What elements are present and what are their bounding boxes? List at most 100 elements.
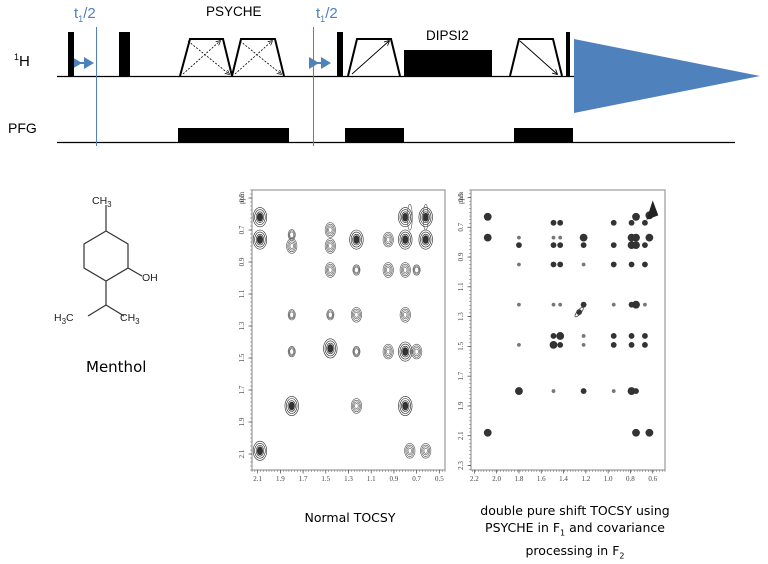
methyl-top-label: CH3: [92, 195, 112, 209]
cross-peak: [611, 262, 617, 268]
cross-peak: [629, 333, 635, 339]
cross-peak: [612, 303, 616, 307]
zq-suppression-chirp-2: [510, 39, 562, 76]
x-tick-label: 1.1: [367, 475, 376, 483]
x-tick-label: 1.5: [321, 475, 330, 483]
y-tick-label: 1.7: [238, 385, 246, 394]
cross-peak: [557, 242, 563, 248]
x-tick-label: 1.7: [299, 475, 308, 483]
caption-line-2-after: and covariance: [565, 520, 665, 535]
t1-rest: /2: [83, 5, 96, 22]
hydroxyl-label: OH: [142, 272, 158, 284]
hard-pulse-90-1: [68, 32, 74, 76]
cross-peak: [643, 303, 647, 307]
x-tick-label: 0.9: [390, 475, 399, 483]
x-tick-label: 1.2: [581, 475, 590, 483]
y-tick-label: 1.9: [238, 417, 246, 426]
cross-peak: [551, 333, 557, 339]
cross-peak: [558, 236, 562, 240]
cross-peak: [611, 333, 617, 339]
cross-peak: [484, 234, 492, 242]
cross-peak: [611, 220, 617, 226]
psyche-chirp-1: [180, 39, 232, 76]
hard-pulse-90-2: [337, 32, 343, 76]
x-tick-label: 1.9: [276, 475, 285, 483]
psyche-label: PSYCHE: [206, 4, 262, 19]
cross-peak: [581, 302, 587, 308]
y-tick-label: 1.3: [238, 321, 246, 330]
cross-peak: [557, 262, 563, 268]
y-tick-label: 1.7: [457, 371, 465, 380]
x-tick-label: 2.1: [253, 475, 262, 483]
t1-rest: /2: [325, 5, 338, 22]
pulse-sequence-diagram: [0, 0, 768, 160]
cross-peak: [516, 242, 522, 248]
hard-pulse-90-3: [566, 32, 570, 76]
cross-peak: [551, 220, 557, 226]
x-tick-label: 0.8: [626, 475, 635, 483]
cross-peak: [632, 301, 640, 309]
cross-peak: [629, 220, 635, 226]
cross-peak: [645, 234, 653, 242]
fid-acquisition: [574, 39, 760, 113]
t1-half-label-1: t1/2: [74, 5, 96, 24]
cross-peak: [552, 236, 556, 240]
caption-normal-tocsy: Normal TOCSY: [280, 509, 420, 526]
cross-peak: [551, 242, 557, 248]
y-tick-label: 0.7: [457, 222, 465, 231]
caption-line-3-text: processing in F: [526, 543, 620, 558]
x-tick-label: 2.2: [470, 475, 479, 483]
cross-peak: [581, 388, 587, 394]
cross-peak: [515, 387, 523, 395]
dipsi2-label: DIPSI2: [426, 28, 469, 43]
x-tick-label: 1.3: [344, 475, 353, 483]
x-tick-label: 1.4: [559, 475, 568, 483]
cross-peak: [550, 341, 558, 349]
cross-peak: [484, 429, 492, 437]
y-tick-label: 0.7: [238, 225, 246, 234]
channel-label-pfg: PFG: [8, 120, 37, 136]
y-tick-label: 1.9: [457, 401, 465, 410]
x-tick-label: 1.8: [515, 475, 524, 483]
molecule-name: Menthol: [86, 358, 146, 376]
plot-frame: [471, 190, 665, 470]
pfg-gradient-zq-2: [514, 128, 573, 142]
cross-peak: [517, 263, 521, 267]
dipsi2-spinlock-block: [404, 50, 492, 76]
caption-line-2-text: PSYCHE in F: [485, 520, 560, 535]
pfg-gradient-psyche: [178, 128, 289, 142]
cross-peak: [642, 220, 648, 226]
cross-peak: [632, 241, 640, 249]
x-tick-label: 2.0: [492, 475, 501, 483]
x-tick-label: 0.7: [412, 475, 421, 483]
t1-half-label-2: t1/2: [316, 5, 338, 24]
y-tick-label: 0.9: [238, 257, 246, 266]
cross-peak: [582, 334, 586, 338]
cross-peak: [612, 389, 616, 393]
cross-peak: [484, 213, 492, 221]
hard-pulse-180-1: [119, 32, 130, 76]
y-tick-label: 2.1: [238, 449, 246, 458]
y-tick-label: 1.5: [457, 342, 465, 351]
cross-peak: [517, 303, 521, 307]
cross-peak: [642, 242, 648, 248]
cross-peak: [552, 389, 556, 393]
cross-peak: [582, 343, 586, 347]
cross-peak: [633, 388, 639, 394]
menthol-structure: CH3 OH H3C CH3: [40, 185, 170, 330]
psyche-chirp-2: [232, 39, 284, 76]
zq-suppression-chirp-1: [348, 39, 400, 76]
caption-line-1: double pure shift TOCSY using: [470, 502, 680, 519]
cross-peak: [581, 242, 587, 248]
y-tick-label: 1.1: [238, 289, 246, 298]
cross-peak: [629, 262, 635, 268]
cross-peak: [642, 333, 648, 339]
y-tick-label: 2.3: [457, 461, 465, 470]
x-axis-unit: ppm: [433, 484, 446, 485]
x-tick-label: 0.6: [648, 475, 657, 483]
x-tick-label: 1.6: [537, 475, 546, 483]
h1-label-text: H: [19, 53, 30, 70]
y-tick-label: 1.1: [457, 282, 465, 291]
